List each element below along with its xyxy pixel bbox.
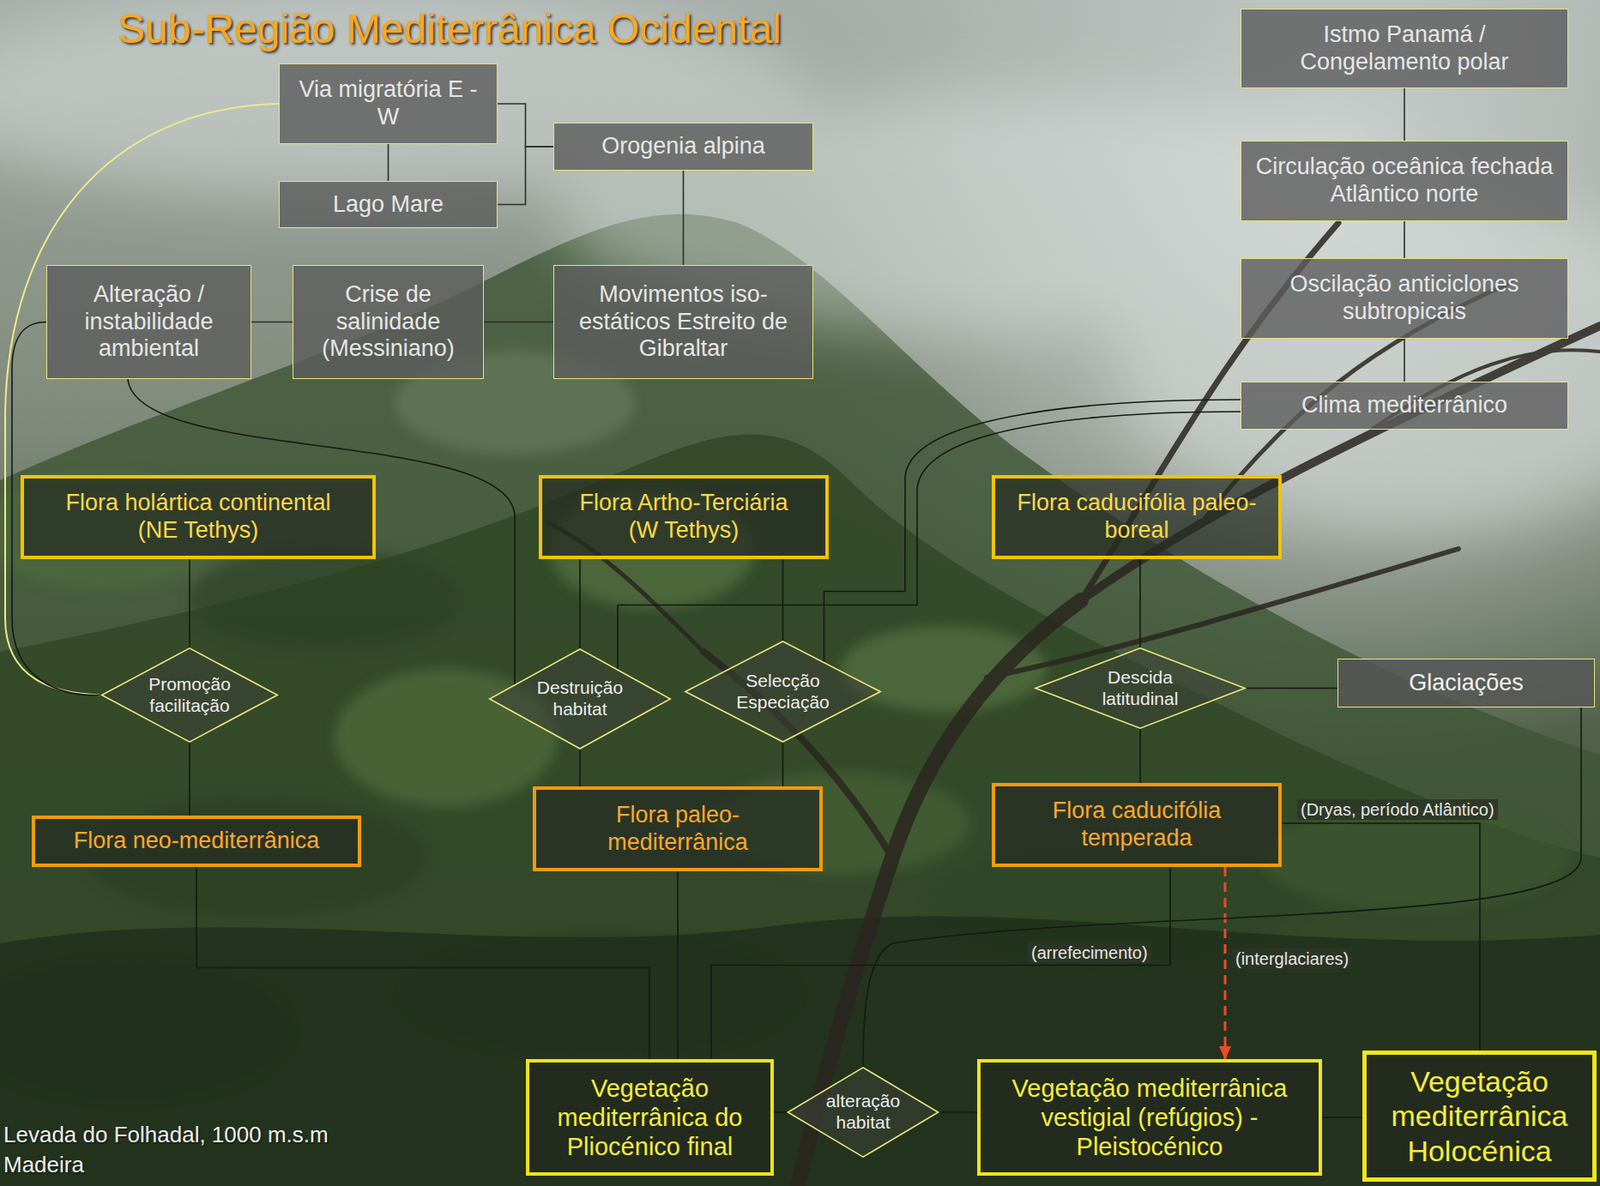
decision-diamond: Descida latitudinal (1033, 647, 1247, 730)
decision-diamond: Selecção Especiação (683, 640, 882, 743)
connector (483, 321, 554, 324)
info-box: Circulação oceânica fechada Atlântico no… (1240, 140, 1569, 222)
connector (1246, 688, 1338, 690)
info-box: Crise de salinidade (Messiniano) (292, 265, 484, 380)
connector (188, 559, 191, 648)
diamond-shape (102, 648, 278, 743)
node-text: Flora Artho-Terciária (W Tethys) (562, 489, 805, 545)
connector (196, 867, 650, 1060)
connector (711, 867, 1171, 1060)
info-box: Alteração / instabilidade ambiental (46, 265, 252, 380)
connector (782, 742, 785, 787)
node-text: Selecção Especiação (723, 670, 843, 714)
diagram-title: Sub-Região Mediterrânica Ocidental (117, 5, 782, 53)
node-text: alteração habitat (817, 1091, 910, 1135)
flora-box: Flora caducifólia temperada (991, 783, 1282, 868)
node-text: Movimentos iso-estáticos Estreito de Gib… (562, 281, 804, 364)
node-text: Vegetação mediterrânica do Pliocénico fi… (539, 1074, 761, 1163)
flora-box: Flora neo-mediterrânica (31, 815, 362, 868)
connector (1403, 221, 1406, 259)
node-text: Destruição habitat (525, 677, 635, 721)
decision-diamond: alteração habitat (786, 1067, 940, 1159)
connector (1139, 559, 1142, 648)
connector (1224, 867, 1227, 1060)
connector (579, 749, 581, 787)
connector (497, 103, 554, 147)
info-box: Lago Mare (278, 181, 498, 229)
connector (251, 321, 293, 324)
diamond-shape (685, 641, 881, 743)
tree-branches (549, 223, 1600, 1186)
flora-box: Flora holártica continental (NE Tethys) (20, 475, 376, 560)
node-text: Circulação oceânica fechada Atlântico no… (1249, 153, 1559, 209)
info-box: Clima mediterrânico (1240, 381, 1569, 430)
connector (188, 742, 191, 816)
flora-box: Flora Artho-Terciária (W Tethys) (538, 475, 829, 560)
node-text: Glaciações (1408, 670, 1524, 698)
decision-diamond: Destruição habitat (488, 648, 672, 750)
node-text: Flora caducifólia paleo-boreal (1015, 489, 1258, 545)
node-text: Clima mediterrânico (1301, 392, 1508, 420)
connector (1403, 88, 1406, 141)
node-text: Vegetação mediterrânica vestigial (refúg… (990, 1074, 1309, 1163)
photo-caption: Madeira (3, 1152, 85, 1179)
connector (1281, 823, 1480, 1051)
mountain-slope (0, 434, 1600, 1186)
edge-label: (arrefecimento) (1027, 942, 1152, 964)
info-box: Glaciações (1337, 658, 1595, 708)
node-text: Via migratória E - W (288, 76, 489, 132)
node-text: Flora holártica continental (NE Tethys) (44, 489, 352, 545)
info-box: Oscilação anticiclones subtropicais (1240, 258, 1569, 339)
connector (863, 707, 1582, 1068)
connector (782, 559, 785, 641)
diamond-shape (489, 649, 671, 749)
flora-box: Flora caducifólia paleo-boreal (991, 475, 1282, 560)
node-text: Descida latitudinal (1076, 667, 1205, 711)
info-box: Istmo Panamá / Congelamento polar (1240, 8, 1569, 89)
connector (387, 144, 390, 182)
node-text: Flora paleo-mediterrânica (553, 802, 803, 858)
connector (579, 559, 581, 649)
node-text: Crise de salinidade (Messiniano) (301, 281, 475, 364)
edge-label: (Dryas, período Atlântico) (1297, 799, 1498, 821)
info-box: Movimentos iso-estáticos Estreito de Gib… (553, 265, 814, 380)
node-text: Flora neo-mediterrânica (73, 827, 320, 856)
vegetation-box: Vegetação mediterrânica vestigial (refúg… (977, 1059, 1323, 1177)
connector (1139, 729, 1142, 784)
node-text: Orogenia alpina (601, 132, 766, 161)
connector (1322, 1116, 1363, 1119)
decision-diamond: Promoção facilitação (100, 647, 279, 743)
node-text: Flora caducifólia temperada (1012, 797, 1262, 853)
connector (676, 871, 679, 1060)
diamond-shape (1035, 648, 1245, 729)
vegetation-box: Vegetação mediterrânica do Pliocénico fi… (525, 1059, 774, 1177)
node-text: Istmo Panamá / Congelamento polar (1249, 21, 1559, 77)
fog (0, 0, 1600, 532)
edge-label: (interglaciares) (1231, 948, 1353, 970)
photo-caption: Levada do Folhadal, 1000 m.s.m (3, 1122, 329, 1149)
node-text: Vegetação mediterrânica Holocénica (1376, 1064, 1582, 1168)
info-box: Via migratória E - W (278, 63, 498, 145)
connector (773, 1111, 787, 1114)
flora-box: Flora paleo-mediterrânica (532, 786, 823, 872)
node-text: Alteração / instabilidade ambiental (55, 281, 242, 364)
connector (5, 103, 279, 696)
connector (1403, 338, 1406, 382)
connector (682, 170, 685, 266)
connector (497, 146, 554, 206)
node-text: Promoção facilitação (136, 674, 244, 718)
node-text: Lago Mare (332, 191, 444, 219)
connector (939, 1111, 978, 1114)
diamond-shape (787, 1068, 938, 1158)
node-text: Oscilação anticiclones subtropicais (1249, 271, 1559, 327)
vegetation-box: Vegetação mediterrânica Holocénica (1362, 1050, 1597, 1183)
info-box: Orogenia alpina (553, 122, 814, 171)
